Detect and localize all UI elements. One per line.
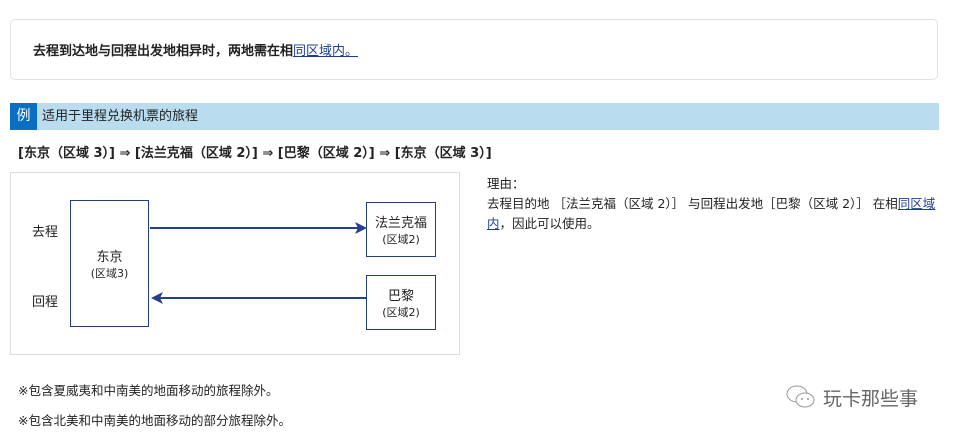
note-body: 去程到达地与回程出发地相异时，两地需在相 [33, 44, 294, 59]
example-title: 适用于里程兑换机票的旅程 [42, 109, 199, 124]
wechat-icon [786, 385, 815, 408]
reason-tail: ，因此可以使用。 [499, 216, 600, 231]
example-header: 例 适用于里程兑换机票的旅程 [10, 103, 939, 130]
reason-heading: 理由： [487, 176, 525, 191]
return-arrow-icon [151, 292, 366, 304]
tokyo-box: 东京 (区域3) [70, 200, 149, 327]
footnote-2: ※包含北美和中南美的地面移动的部分旅程除外。 [18, 413, 291, 428]
paris-zone: (区域2) [382, 306, 420, 319]
watermark: 玩卡那些事 [785, 383, 918, 411]
note-text: 去程到达地与回程出发地相异时，两地需在相同区域内。 [33, 40, 358, 59]
frankfurt-box: 法兰克福 (区域2) [366, 202, 436, 257]
outbound-label: 去程 [32, 225, 59, 240]
tokyo-name: 东京 [96, 250, 123, 265]
reason-body: 去程目的地 ［法兰克福（区域 2）］ 与回程出发地［巴黎（区域 2）］ 在相同区… [487, 194, 942, 234]
route-text: [东京（区域 3）] ⇒ [法兰克福（区域 2）] ⇒ [巴黎（区域 2）] ⇒… [18, 146, 492, 161]
paris-name: 巴黎 [387, 289, 414, 304]
route-diagram: 去程 回程 东京 (区域3) 法兰克福 (区域2) 巴黎 (区域2) [10, 172, 460, 355]
watermark-text: 玩卡那些事 [823, 387, 919, 410]
tokyo-zone: (区域3) [90, 267, 129, 280]
same-zone-link[interactable]: 同区域内。 [293, 44, 359, 59]
reason-line: 去程目的地 ［法兰克福（区域 2）］ 与回程出发地［巴黎（区域 2）］ 在相 [487, 196, 898, 211]
note-box: 去程到达地与回程出发地相异时，两地需在相同区域内。 [10, 19, 938, 80]
outbound-arrow-icon [150, 222, 367, 234]
reason-text: 理由： 去程目的地 ［法兰克福（区域 2）］ 与回程出发地［巴黎（区域 2）］ … [487, 174, 942, 234]
frankfurt-name: 法兰克福 [374, 216, 427, 231]
footnote-1: ※包含夏威夷和中南美的地面移动的旅程除外。 [18, 383, 279, 398]
return-label: 回程 [32, 295, 59, 310]
frankfurt-zone: (区域2) [382, 233, 420, 246]
example-badge: 例 [10, 103, 37, 130]
arrows [150, 222, 367, 304]
reason-same-zone-link[interactable]: 同区域内 [487, 196, 936, 231]
paris-box: 巴黎 (区域2) [366, 275, 436, 330]
